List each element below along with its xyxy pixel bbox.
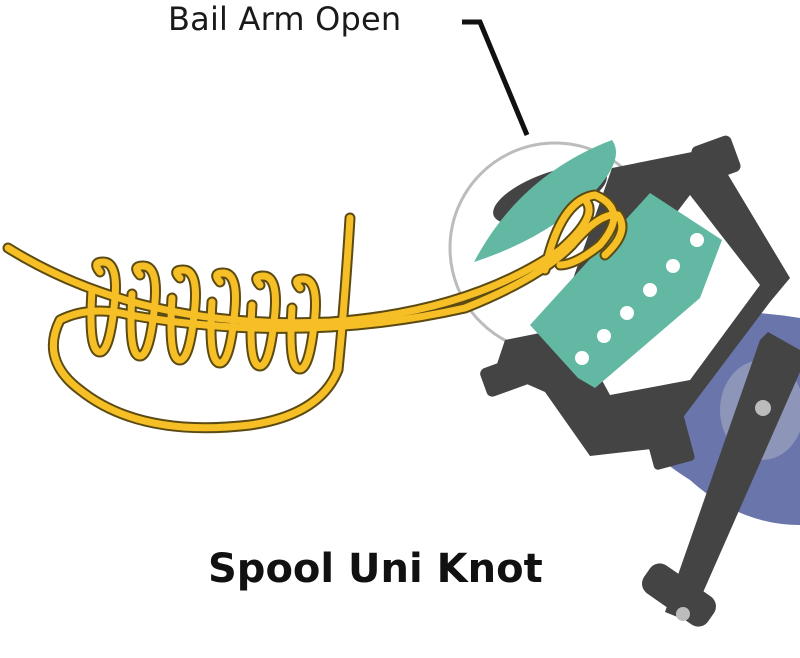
spool-hole bbox=[597, 329, 611, 343]
spool-hole bbox=[620, 306, 634, 320]
reel-handle bbox=[642, 332, 800, 627]
bail-arm-open-label: Bail Arm Open bbox=[168, 0, 402, 38]
spool-body bbox=[530, 193, 722, 388]
spool-hole bbox=[666, 259, 680, 273]
spool-hole bbox=[575, 351, 589, 365]
spool-hole bbox=[690, 233, 704, 247]
callout-pointer bbox=[462, 19, 530, 136]
spool-face bbox=[474, 140, 617, 262]
diagram-title: Spool Uni Knot bbox=[208, 546, 543, 592]
spool-hole bbox=[643, 283, 657, 297]
fishing-line bbox=[2, 189, 628, 434]
spool-holes bbox=[575, 233, 704, 365]
